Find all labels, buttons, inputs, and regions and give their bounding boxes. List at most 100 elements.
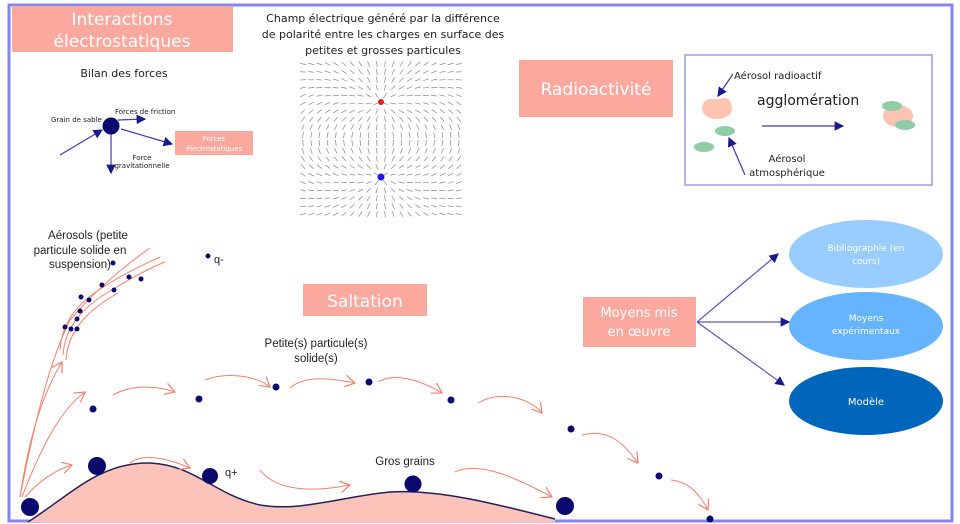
methods-section: Moyens mis en œuvre Bibliographie (en co…	[583, 220, 943, 435]
field-vector-grid	[299, 60, 462, 218]
field-vector	[439, 172, 446, 177]
method-experimental	[789, 292, 943, 360]
field-vector	[455, 189, 462, 192]
field-vector	[406, 102, 413, 105]
field-vector	[366, 109, 372, 114]
field-vector	[384, 147, 386, 154]
field-vector	[447, 94, 454, 97]
field-vector	[366, 85, 371, 91]
field-vector	[447, 205, 454, 207]
field-vector	[390, 164, 396, 170]
field-vector	[308, 86, 315, 89]
field-vector	[447, 62, 454, 66]
electrostatics-title-line1: Interactions	[71, 10, 172, 30]
field-vector	[341, 204, 347, 209]
field-vector	[376, 211, 378, 218]
field-vector	[300, 181, 306, 184]
field-vector	[308, 94, 315, 97]
field-vector	[340, 189, 348, 192]
field-vector	[349, 86, 356, 90]
field-vector	[441, 132, 444, 139]
field-vector	[424, 124, 428, 131]
field-vector	[358, 156, 363, 162]
field-vector	[384, 155, 386, 162]
field-vector	[317, 116, 322, 122]
field-vector	[447, 86, 454, 89]
field-vector	[432, 124, 436, 131]
field-vector	[333, 116, 339, 122]
field-vector	[423, 212, 429, 216]
field-vector	[384, 124, 386, 131]
field-vector	[325, 116, 330, 122]
field-vector	[308, 181, 315, 184]
field-vector	[425, 132, 427, 139]
pointer-arrow	[727, 136, 746, 176]
field-vector	[358, 116, 363, 122]
electrostatic-label-box	[175, 131, 253, 155]
field-vector	[408, 148, 412, 154]
field-vector	[324, 212, 331, 216]
field-vector	[431, 116, 437, 122]
radioactivity-title-box	[519, 60, 673, 117]
field-vector	[349, 102, 356, 105]
field-vector	[357, 102, 364, 105]
saltation-title: Saltation	[327, 292, 403, 312]
field-vector	[439, 62, 446, 66]
field-vector	[349, 173, 356, 176]
field-vector	[299, 213, 307, 215]
field-vector	[390, 187, 396, 193]
field-vector	[300, 164, 306, 170]
field-vector	[408, 139, 411, 147]
field-vector	[431, 181, 438, 184]
field-vector	[358, 69, 363, 75]
field-vector	[391, 195, 396, 202]
methods-title-box	[583, 297, 696, 347]
field-vector	[439, 164, 445, 169]
field-vector	[324, 181, 331, 184]
field-vector	[441, 139, 444, 147]
small-particles	[89, 378, 714, 523]
field-vector	[374, 179, 379, 186]
field-vector	[325, 124, 330, 131]
field-vector	[399, 77, 404, 83]
pointer-arrow	[717, 73, 734, 97]
field-vector	[341, 196, 347, 200]
field-vector	[316, 181, 323, 184]
field-vector	[324, 70, 331, 74]
field-vector	[302, 139, 304, 147]
aerosols-label-line1: Aérosols (petite	[48, 230, 128, 242]
field-vector	[350, 148, 354, 154]
field-vector	[398, 181, 405, 184]
field-vector	[390, 93, 397, 98]
field-title-line2: de polarité entre les charges en surface…	[262, 28, 505, 41]
field-vector	[458, 139, 460, 147]
field-vector	[415, 116, 421, 122]
field-vector	[375, 163, 379, 170]
field-vector	[407, 124, 412, 131]
field-vector	[425, 139, 427, 147]
field-vector	[341, 164, 347, 169]
field-vector	[455, 213, 462, 215]
friction-arrow	[117, 114, 147, 125]
field-vector	[382, 179, 388, 186]
field-vector	[324, 197, 331, 200]
field-vector	[342, 124, 346, 131]
positive-charge	[378, 99, 384, 105]
methods-title-line2: en œuvre	[608, 325, 671, 340]
field-vector	[384, 60, 386, 68]
field-vector	[365, 102, 372, 105]
field-vector	[406, 86, 413, 90]
field-vector	[431, 94, 438, 97]
field-vector	[406, 173, 413, 176]
field-vector	[447, 189, 454, 192]
big-grains-label: Gros grains	[375, 456, 435, 468]
field-vector	[332, 197, 339, 200]
radioactivity-title: Radioactivité	[541, 80, 652, 100]
field-vector	[308, 109, 314, 114]
ground-mound	[28, 462, 555, 522]
field-vector	[376, 203, 378, 210]
field-vector	[423, 78, 429, 82]
atmospheric-aerosol-cloud	[715, 126, 735, 136]
field-vector	[423, 102, 429, 105]
field-vector	[399, 156, 404, 162]
